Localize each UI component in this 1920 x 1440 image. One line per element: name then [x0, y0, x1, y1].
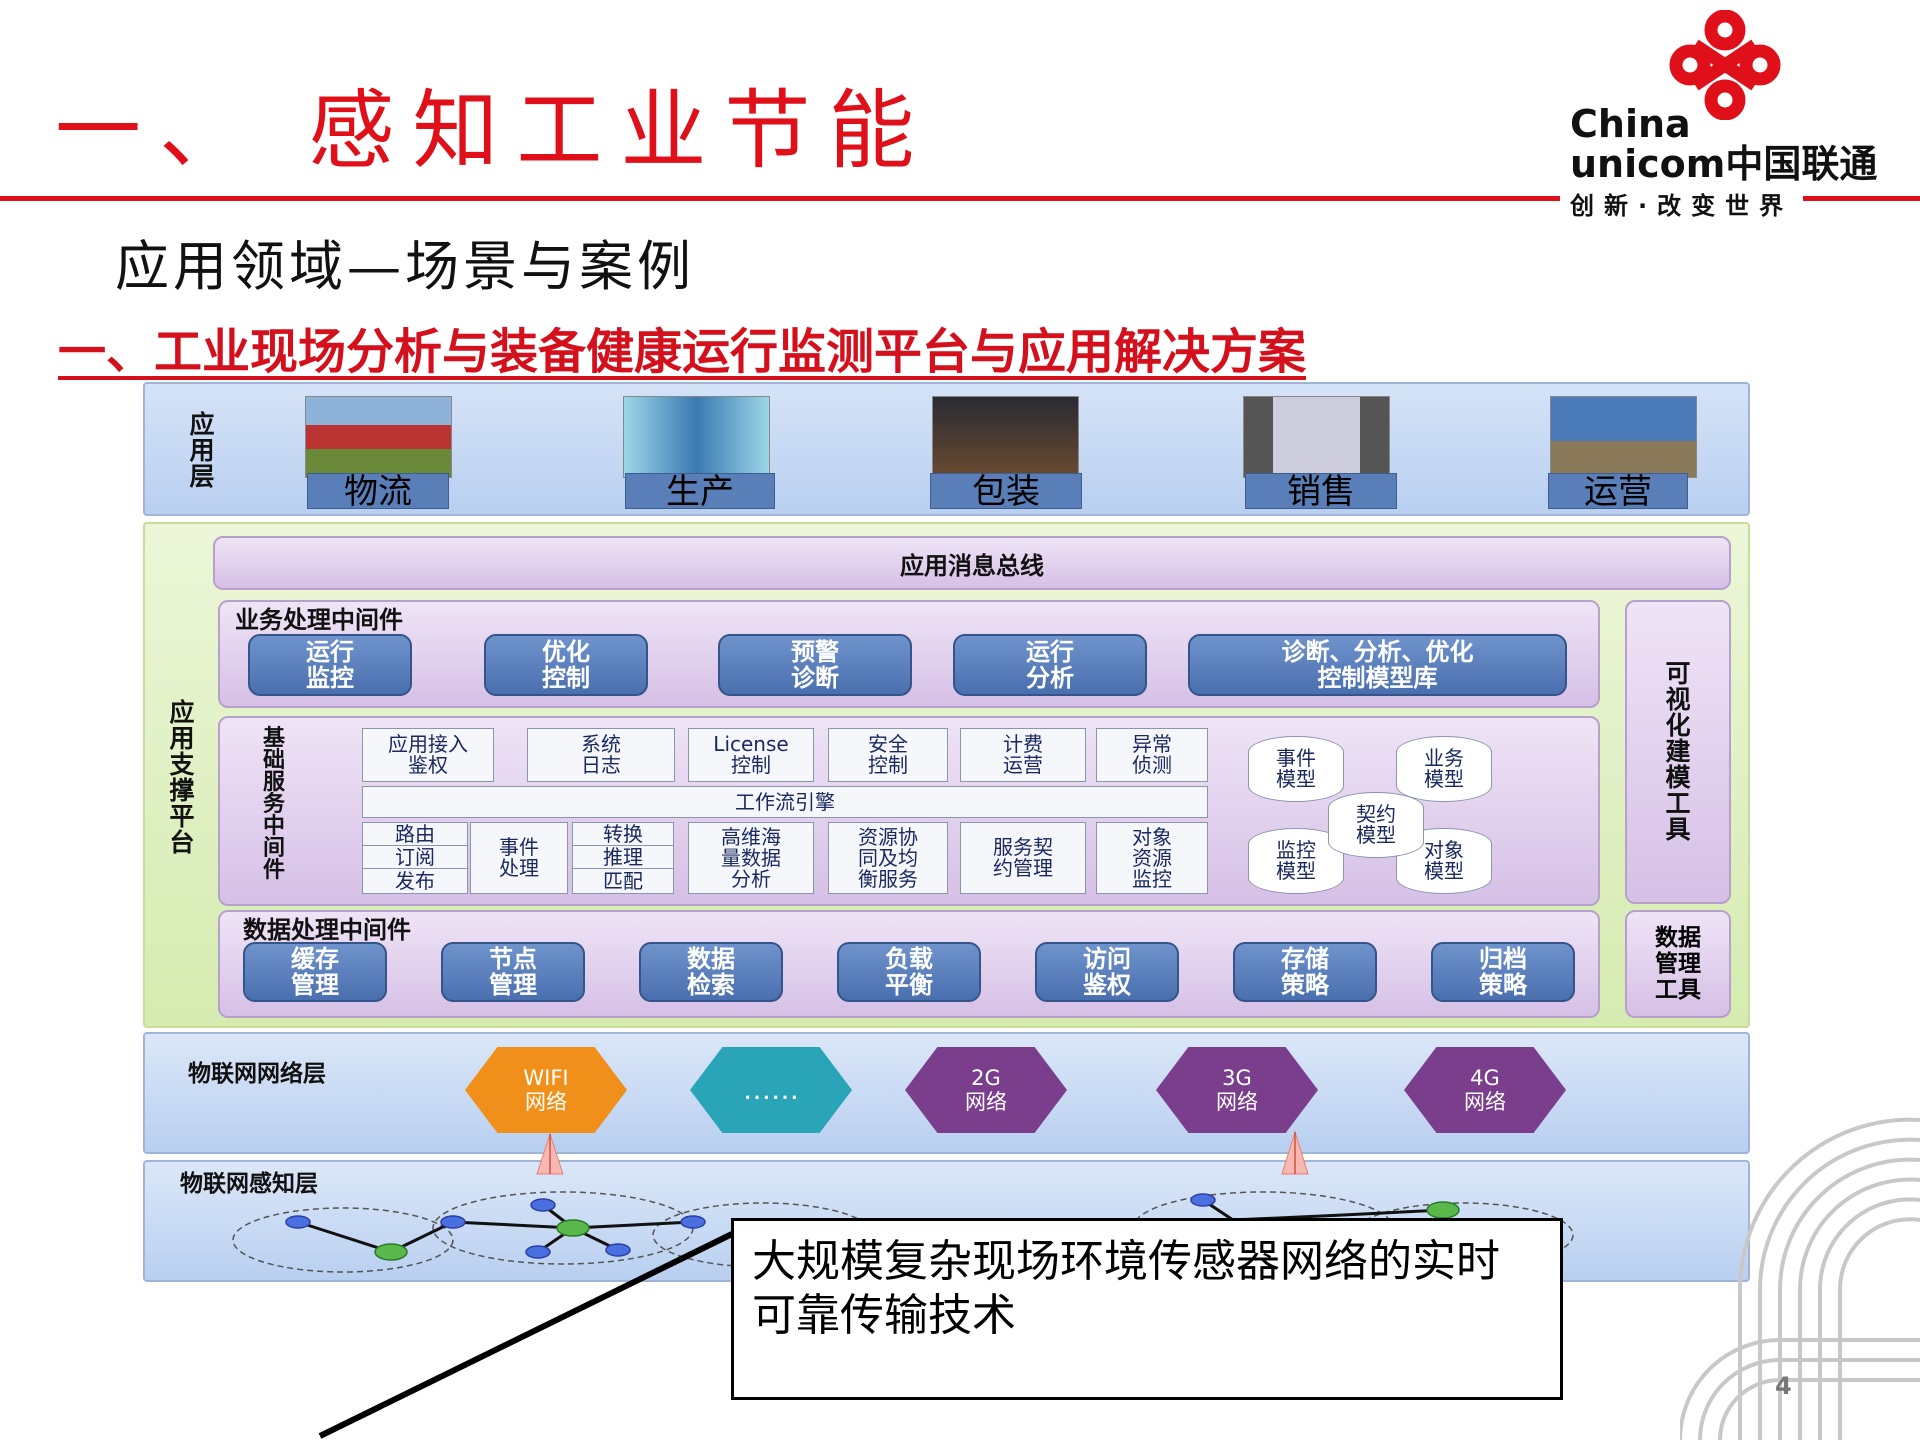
network-hex-3g: 3G 网络: [1156, 1047, 1318, 1133]
module-model-library: 诊断、分析、优化 控制模型库: [1188, 634, 1567, 696]
event-model-cylinder: 事件 模型: [1248, 736, 1344, 802]
network-hex-more: ……: [690, 1047, 852, 1133]
truck-photo: [305, 396, 452, 478]
module-load-balance: 负载 平衡: [837, 942, 981, 1002]
packaging-photo: [932, 396, 1079, 478]
slide-title: 一、 感知工业节能: [55, 81, 933, 181]
decorative-knot-pattern-icon: [1680, 1117, 1920, 1440]
section-subtitle: 应用领域—场景与案例: [115, 235, 695, 298]
logo-text: China unicom中国联通: [1570, 104, 1877, 184]
logo-line2: unicom中国联通: [1570, 142, 1878, 186]
service-routing: 路由: [362, 822, 468, 846]
visual-modeling-tool-label: 可视化建模工具: [1665, 659, 1691, 844]
antenna-icon: [1281, 1130, 1309, 1175]
service-publish: 发布: [362, 868, 468, 894]
business-model-cylinder: 业务 模型: [1396, 736, 1492, 802]
sales-photo: [1243, 396, 1390, 478]
slogan: 创新·改变世界: [1560, 186, 1804, 221]
service-inference: 推理: [572, 845, 674, 869]
module-node: 节点 管理: [441, 942, 585, 1002]
service-matching: 匹配: [572, 868, 674, 894]
application-layer-label: 应用层: [189, 410, 215, 491]
module-storage-policy: 存储 策略: [1233, 942, 1377, 1002]
app-item-label: 物流: [307, 473, 449, 510]
business-middleware-title: 业务处理中间件: [235, 606, 403, 634]
module-run-analysis: 运行 分析: [953, 634, 1147, 696]
service-contract-management: 服务契 约管理: [960, 822, 1086, 894]
support-platform-label: 应用支撑平台: [169, 698, 195, 857]
message-bus: 应用消息总线: [213, 536, 1731, 590]
service-license-control: License 控制: [688, 728, 814, 782]
page-number: 4: [1775, 1372, 1792, 1400]
sensing-layer-label: 物联网感知层: [180, 1171, 318, 1197]
module-run-monitor: 运行 监控: [248, 634, 412, 696]
service-system-log: 系统 日志: [527, 728, 675, 782]
logo-line1: China: [1570, 102, 1691, 146]
module-retrieval: 数据 检索: [639, 942, 783, 1002]
module-optimize-control: 优化 控制: [484, 634, 648, 696]
module-access-auth: 访问 鉴权: [1035, 942, 1179, 1002]
production-photo: [623, 396, 770, 478]
service-security-control: 安全 控制: [828, 728, 948, 782]
callout-pointer: [318, 1231, 734, 1439]
network-hex-wifi: WIFI 网络: [465, 1047, 627, 1133]
network-hex-4g: 4G 网络: [1404, 1047, 1566, 1133]
data-processing-middleware-title: 数据处理中间件: [243, 916, 411, 944]
antenna-icon: [536, 1132, 564, 1175]
app-item-label: 销售: [1245, 473, 1397, 510]
data-management-tool-label: 数据 管理 工具: [1655, 925, 1701, 1003]
service-big-data-analysis: 高维海 量数据 分析: [688, 822, 814, 894]
network-layer-label: 物联网网络层: [188, 1061, 326, 1087]
section-heading: 一、工业现场分析与装备健康运行监测平台与应用解决方案: [58, 324, 1307, 380]
header-divider: [0, 196, 1920, 201]
module-archive-policy: 归档 策略: [1431, 942, 1575, 1002]
service-event-processing: 事件 处理: [470, 822, 568, 894]
visual-modeling-tool: 可视化建模工具: [1625, 600, 1731, 904]
operation-photo: [1550, 396, 1697, 478]
network-hex-2g: 2G 网络: [905, 1047, 1067, 1133]
service-anomaly-detect: 异常 侦测: [1096, 728, 1208, 782]
service-subscribe: 订阅: [362, 845, 468, 869]
module-cache: 缓存 管理: [243, 942, 387, 1002]
service-transform: 转换: [572, 822, 674, 846]
module-alert-diagnosis: 预警 诊断: [718, 634, 912, 696]
message-bus-label: 应用消息总线: [900, 551, 1044, 580]
workflow-engine: 工作流引擎: [362, 786, 1208, 818]
callout-box: 大规模复杂现场环境传感器网络的实时可靠传输技术: [731, 1218, 1563, 1400]
service-access-auth: 应用接入 鉴权: [362, 728, 494, 782]
data-management-tool: 数据 管理 工具: [1625, 910, 1731, 1018]
app-item-label: 运营: [1548, 473, 1688, 510]
app-item-label: 生产: [625, 473, 775, 510]
service-billing: 计费 运营: [960, 728, 1086, 782]
service-resource-balance: 资源协 同及均 衡服务: [828, 822, 948, 894]
app-item-label: 包装: [930, 473, 1082, 510]
china-unicom-logo-icon: [1669, 10, 1781, 120]
service-resource-monitor: 对象 资源 监控: [1096, 822, 1208, 894]
basic-service-middleware-title: 基础服务中间件: [262, 726, 285, 883]
contract-model-cylinder: 契约 模型: [1328, 792, 1424, 858]
